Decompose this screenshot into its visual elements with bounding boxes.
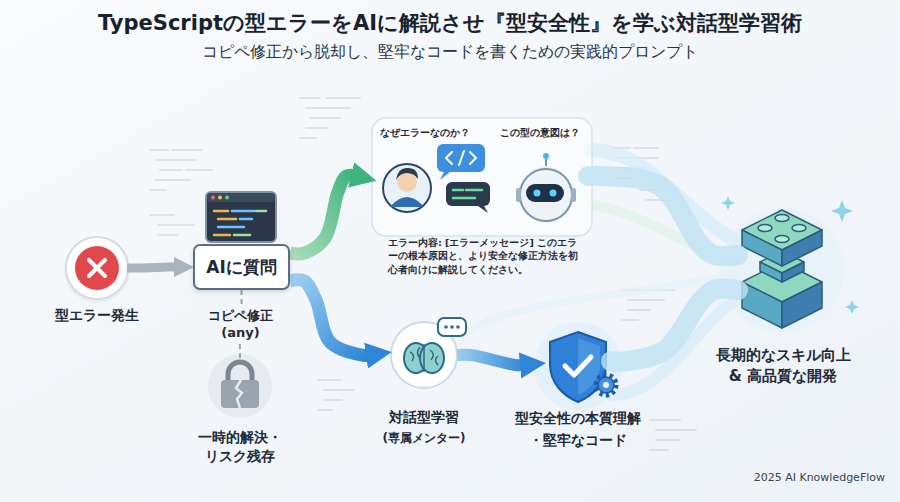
robot-eye (534, 190, 541, 197)
robot-visor (526, 184, 564, 202)
broken-lock (228, 362, 252, 382)
code-window (211, 196, 215, 200)
robot-ear (516, 188, 521, 202)
speech-bubble (478, 206, 488, 213)
building-block (782, 282, 822, 328)
icon-shadow (64, 237, 130, 303)
avatar-ring (383, 164, 431, 212)
check-mark (565, 357, 591, 375)
sparkle (831, 200, 853, 222)
gear (598, 377, 614, 393)
flow-arrow (127, 267, 178, 268)
building-block (758, 225, 772, 232)
building-block (792, 225, 806, 232)
broken-lock (221, 380, 259, 408)
brain-icon (450, 325, 454, 329)
robot-head (520, 169, 572, 221)
code-window (218, 211, 254, 227)
code-watermark (318, 380, 354, 410)
node-label: なぜエラーなのか？ (380, 126, 484, 140)
code-window (214, 211, 236, 235)
code-watermark (150, 150, 212, 235)
robot-glow (518, 167, 574, 223)
brain-icon (456, 325, 460, 329)
broken-lock (236, 380, 242, 408)
error-node: 型エラー発生 (67, 238, 127, 298)
goal-node: 長期的なスキル向上 & 高品質な開発 (738, 205, 828, 330)
code-lines (453, 190, 482, 198)
speech-bubble (440, 172, 450, 180)
building-block (742, 230, 782, 266)
chat-node: なぜエラーなのか？この型の意図は？エラー内容: [エラーメッセージ] このエラー… (376, 120, 588, 232)
code-window (206, 192, 276, 242)
node-label: AIに質問 (195, 246, 288, 288)
edge-label: コピペ修正 (any) (199, 308, 281, 342)
code-symbol (446, 151, 476, 165)
gear (596, 375, 616, 395)
code-watermark (300, 98, 360, 138)
brain-icon (391, 318, 466, 388)
node-sublabel: エラー内容: [エラーメッセージ] このエラーの根本原因と、より安全な修正方法を… (388, 236, 584, 276)
speech-bubble (438, 318, 466, 336)
sparkle (845, 300, 859, 314)
error-disc (75, 246, 119, 290)
code-window (207, 193, 275, 202)
shield-icon (550, 332, 606, 402)
speech-bubble (437, 144, 485, 172)
error-icon (64, 237, 130, 303)
title: TypeScriptの型エラーをAIに解説させ『型安全性』を学ぶ対話型学習術 (0, 9, 900, 37)
building-block (720, 208, 844, 332)
sparkle (721, 196, 735, 210)
node-label: 対話型学習 (354, 408, 494, 427)
robot-ear (571, 188, 576, 202)
process-box: AIに質問 (193, 244, 290, 290)
safety-node: 型安全性の本質理解 ・堅牢なコード (545, 328, 611, 402)
robot-antenna (545, 158, 547, 166)
building-block (720, 208, 844, 332)
brain-icon (410, 344, 438, 372)
code-window (218, 196, 222, 200)
code-window (225, 196, 229, 200)
footer-note: 2025 AI KnowledgeFlow (735, 471, 885, 484)
node-sublabel: この型の意図は？ (500, 126, 600, 140)
broken-lock (208, 354, 272, 418)
flow-arrow (457, 355, 525, 366)
code-window (234, 211, 266, 235)
building-block (775, 236, 789, 243)
node-label: 型安全性の本質理解 ・堅牢なコード (508, 408, 648, 451)
avatar-hair (396, 168, 418, 180)
flow-arrow (290, 280, 371, 356)
node-label: 長期的なスキル向上 & 高品質な開発 (713, 345, 853, 387)
flow-ribbon (588, 176, 738, 256)
node-label: 一時的解決・リスク残存 (195, 428, 285, 466)
icon-ring (66, 237, 128, 299)
avatar-body (390, 197, 424, 207)
building-block (742, 282, 782, 328)
code-window (206, 192, 276, 242)
broken-lock (208, 354, 272, 418)
building-block (775, 215, 789, 222)
learning-node: 対話型学習(専属メンター) (391, 322, 457, 388)
risk-node: 一時的解決・リスク残存 (212, 360, 268, 412)
flow-arrow (290, 175, 356, 254)
node-sublabel: (専属メンター) (354, 430, 494, 446)
robot-antenna (543, 153, 549, 159)
building-block (782, 230, 822, 266)
node-label: 型エラー発生 (27, 306, 167, 325)
cross-mark (89, 260, 105, 276)
brain-icon (444, 325, 448, 329)
speech-bubble (446, 182, 490, 206)
subtitle: コピペ修正から脱却し、堅牢なコードを書くための実践的プロンプト (0, 42, 900, 63)
robot-eye (550, 190, 557, 197)
gear (603, 382, 609, 388)
